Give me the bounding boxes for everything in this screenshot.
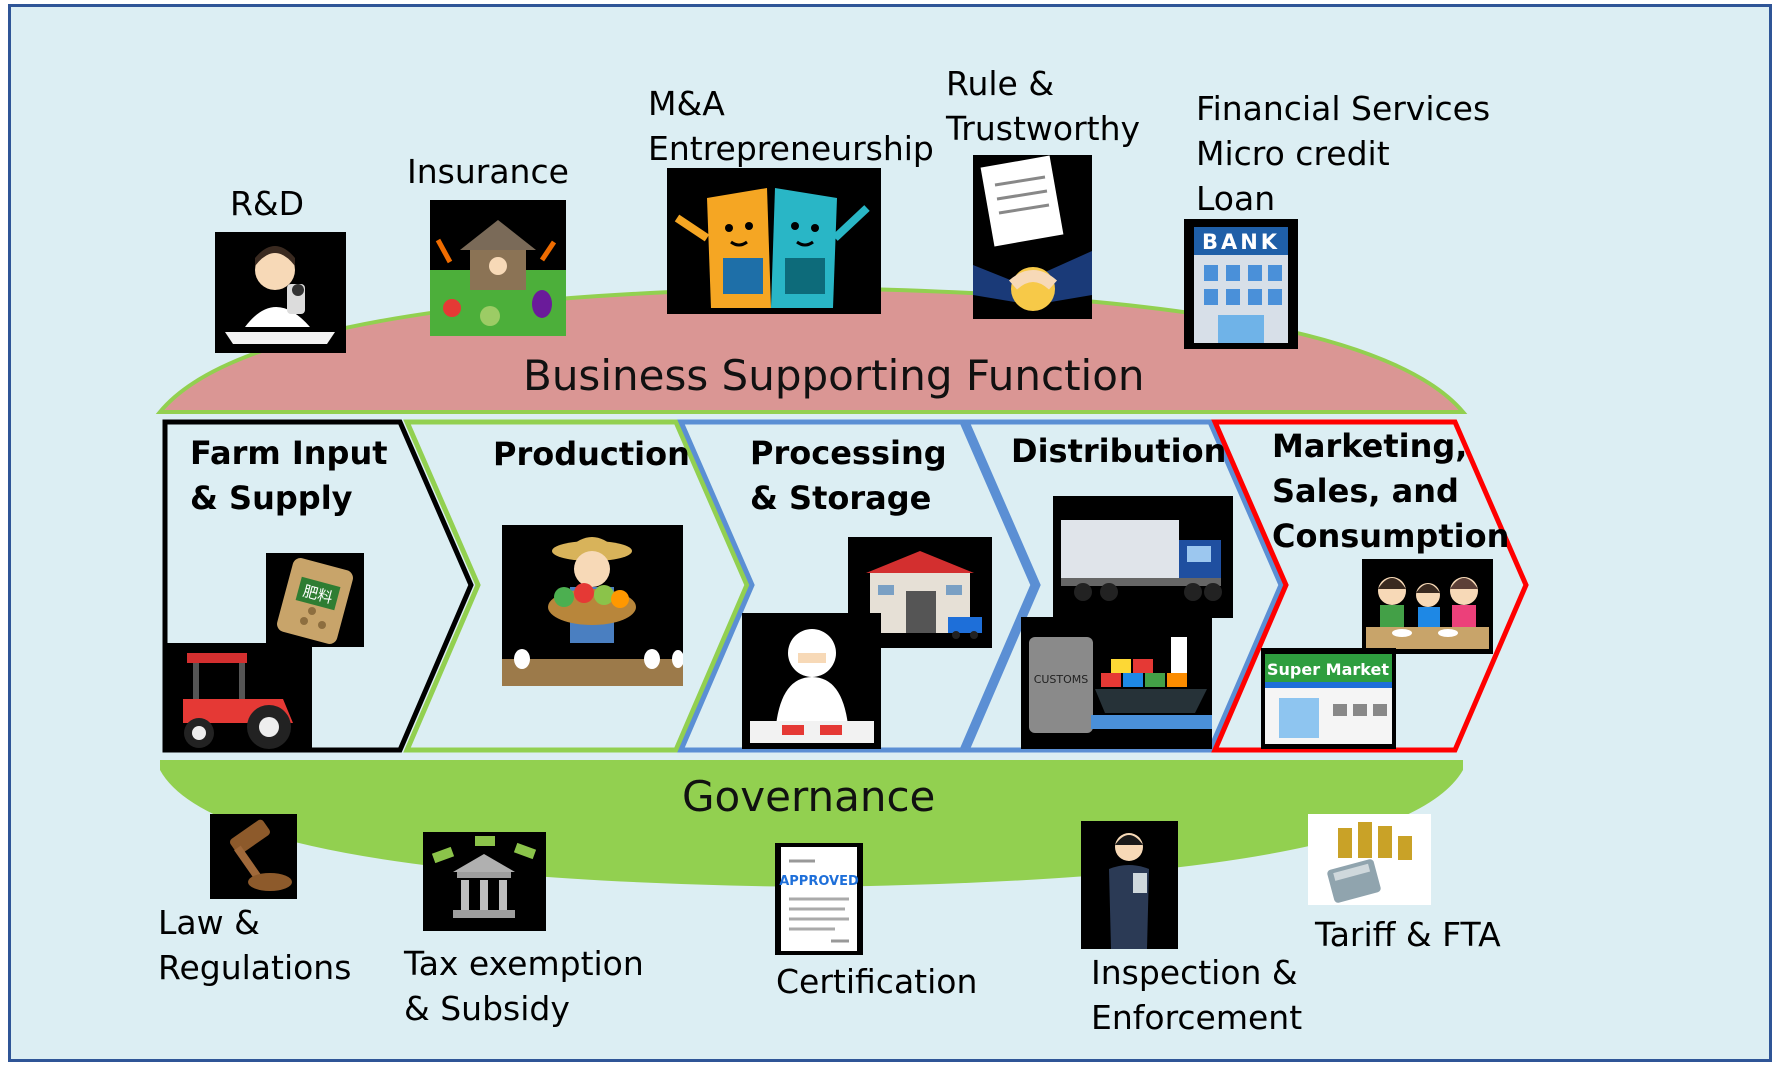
approved-stamp-text: APPROVED [779, 874, 859, 889]
customs-label-text: CUSTOMS [1034, 673, 1089, 686]
governance-label-law: Law & Regulations [158, 903, 352, 987]
support-label-finance: Financial Services Micro credit Loan [1196, 89, 1491, 218]
governance-label-tax: Tax exemption & Subsidy [404, 944, 644, 1028]
supermarket-icon: Super Market [1261, 648, 1396, 749]
customs-cargo-ship-icon: CUSTOMS [1021, 617, 1212, 749]
stage-title-processing: Processing & Storage [750, 434, 947, 517]
gavel-icon [210, 814, 297, 899]
support-label-rnd: R&D [230, 184, 305, 223]
support-label-ma: M&A Entrepreneurship [648, 84, 934, 168]
governance-label-certification: Certification [776, 962, 978, 1001]
farm-hut-crops-icon [430, 200, 566, 336]
merging-buildings-icon [667, 168, 881, 314]
food-worker-icon [742, 613, 881, 749]
support-label-rule: Rule & Trustworthy [946, 64, 1141, 148]
stage-title-production: Production [493, 435, 690, 473]
bank-building-icon: BANK [1184, 219, 1298, 349]
governance-band-title: Governance [682, 772, 936, 821]
farmer-vegetables-icon [502, 525, 683, 686]
truck-icon [1053, 496, 1233, 618]
stage-title-marketing: Marketing, Sales, and Consumption [1272, 427, 1510, 555]
stage-title-farm-input: Farm Input & Supply [190, 434, 388, 517]
coins-calculator-icon [1308, 814, 1431, 905]
bank-sign-text: BANK [1202, 230, 1280, 254]
governance-label-inspection: Inspection & Enforcement [1091, 953, 1303, 1037]
contract-handshake-icon [973, 155, 1092, 319]
tractor-icon [163, 643, 312, 752]
governance-label-tariff: Tariff & FTA [1315, 915, 1501, 954]
support-label-insurance: Insurance [407, 152, 569, 191]
support-band-title: Business Supporting Function [523, 351, 1145, 400]
inspector-icon [1081, 821, 1178, 949]
supermarket-sign-text: Super Market [1267, 660, 1389, 679]
government-money-icon [423, 832, 546, 931]
fertilizer-bag-icon: 肥料 [266, 553, 364, 647]
approved-document-icon: APPROVED [775, 843, 863, 955]
family-eating-icon [1362, 559, 1493, 654]
researcher-microscope-icon [215, 232, 346, 353]
stage-title-distribution: Distribution [1011, 432, 1227, 470]
